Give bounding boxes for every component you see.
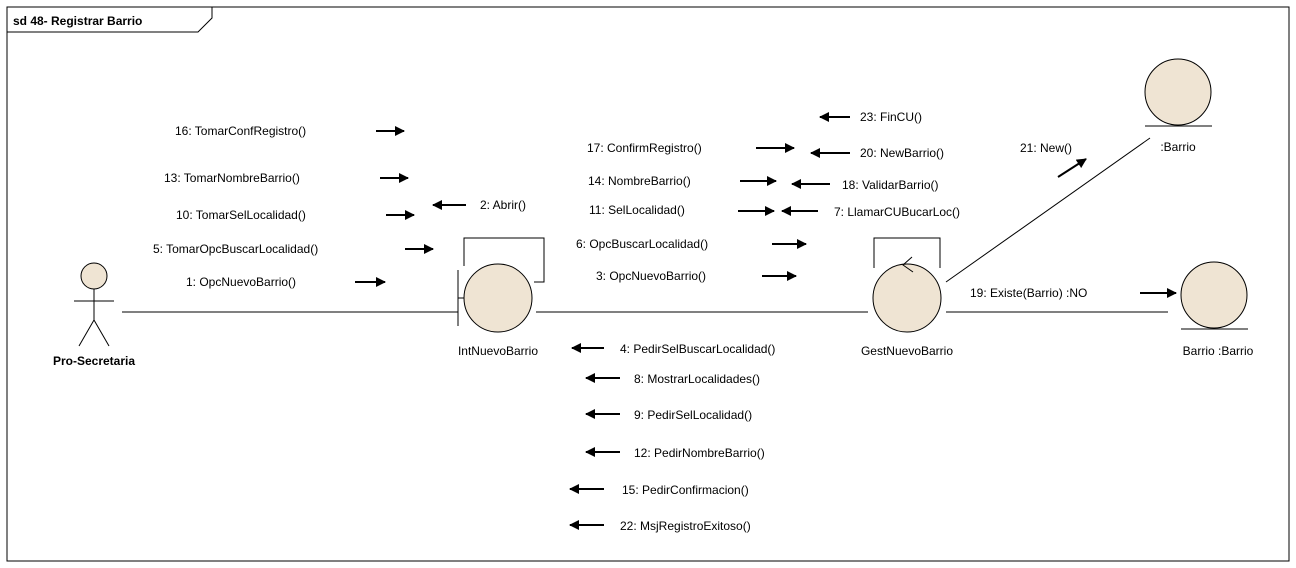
entity-barrio-existing[interactable] [1180, 261, 1248, 330]
message-13: 13: TomarNombreBarrio() [164, 171, 300, 185]
control-gest-nuevo-barrio[interactable] [872, 256, 942, 333]
boundary-self-link [463, 237, 545, 283]
message-20: 20: NewBarrio() [860, 146, 944, 160]
boundary-circle-icon [463, 263, 533, 333]
message-5: 5: TomarOpcBuscarLocalidad() [153, 242, 318, 256]
diagram-frame [6, 6, 1290, 562]
actor-pro-secretaria[interactable] [74, 262, 114, 347]
actor-left-leg-icon [78, 319, 95, 347]
message-17: 17: ConfirmRegistro() [587, 141, 702, 155]
link-control-barrio-new [945, 137, 1151, 283]
boundary-label: IntNuevoBarrio [458, 344, 538, 358]
message-11: 11: SelLocalidad() [589, 203, 685, 217]
message-14: 14: NombreBarrio() [588, 174, 691, 188]
message-15: 15: PedirConfirmacion() [622, 483, 749, 497]
message-8: 8: MostrarLocalidades() [634, 372, 760, 386]
entity-circle-icon [1144, 58, 1212, 126]
control-label: GestNuevoBarrio [861, 344, 953, 358]
actor-head-icon [80, 262, 108, 290]
control-self-link [873, 237, 941, 268]
message-3: 3: OpcNuevoBarrio() [596, 269, 706, 283]
frame-title: sd 48- Registrar Barrio [13, 14, 142, 28]
message-10: 10: TomarSelLocalidad() [176, 208, 306, 222]
message-6: 6: OpcBuscarLocalidad() [576, 237, 708, 251]
actor-label: Pro-Secretaria [53, 354, 135, 368]
message-22: 22: MsjRegistroExitoso() [620, 519, 751, 533]
message-12: 12: PedirNombreBarrio() [634, 446, 765, 460]
boundary-int-nuevo-barrio[interactable] [457, 263, 533, 333]
message-2: 2: Abrir() [480, 198, 526, 212]
message-21: 21: New() [1020, 141, 1072, 155]
entity-barrio-new[interactable] [1144, 58, 1212, 127]
message-19: 19: Existe(Barrio) :NO [970, 286, 1087, 300]
message-16: 16: TomarConfRegistro() [175, 124, 306, 138]
entity-new-label: :Barrio [1160, 140, 1196, 154]
actor-right-leg-icon [93, 319, 110, 347]
control-arrow-icon [902, 256, 914, 273]
entity-existing-label: Barrio :Barrio [1183, 344, 1254, 358]
message-7: 7: LlamarCUBucarLoc() [834, 205, 960, 219]
frame-title-tab [7, 7, 213, 33]
message-9: 9: PedirSelLocalidad() [634, 408, 752, 422]
control-circle-icon [872, 263, 942, 333]
message-18: 18: ValidarBarrio() [842, 178, 938, 192]
message-1: 1: OpcNuevoBarrio() [186, 275, 296, 289]
message-23: 23: FinCU() [860, 110, 922, 124]
message-4: 4: PedirSelBuscarLocalidad() [620, 342, 775, 356]
entity-circle-icon [1180, 261, 1248, 329]
arrow-diagonal-icon [1057, 158, 1087, 178]
